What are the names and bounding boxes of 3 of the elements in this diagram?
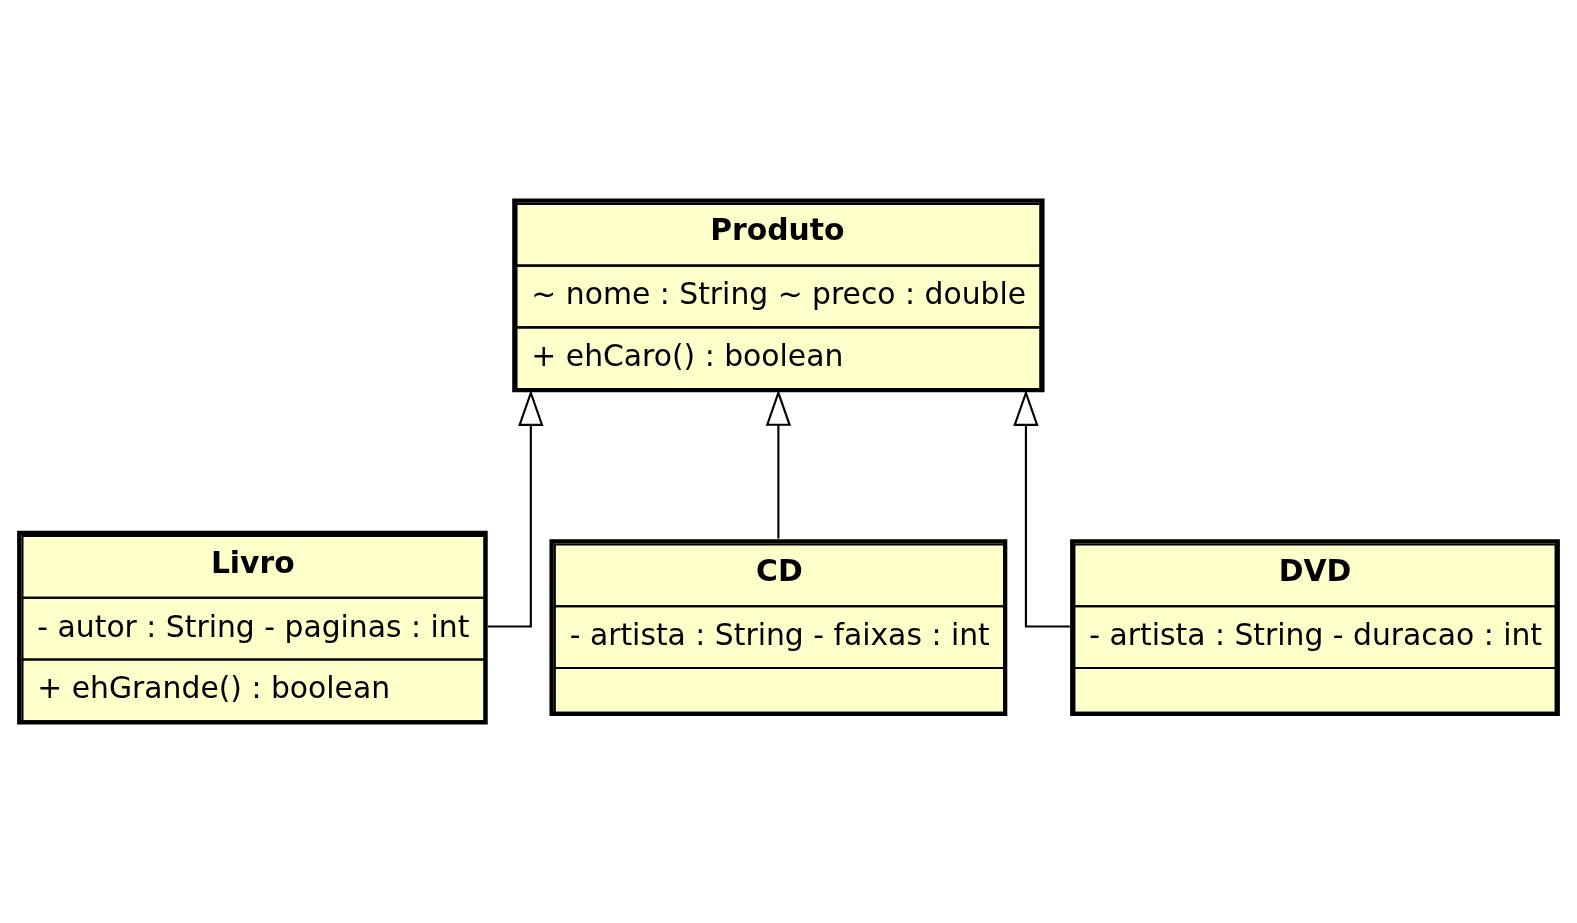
arrow (1013, 389, 1070, 628)
arrow (487, 389, 544, 628)
arrow (765, 389, 792, 539)
